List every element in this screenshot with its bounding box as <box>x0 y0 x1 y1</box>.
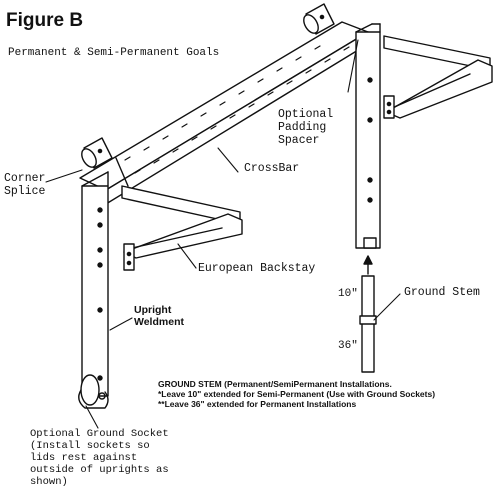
european-backstay <box>121 185 243 271</box>
backstay-right <box>383 35 493 119</box>
dimension-36-inch: 36" <box>338 340 358 352</box>
label-optional-ground-socket: Optional Ground Socket (Install sockets … <box>30 428 169 486</box>
upright-right <box>355 23 381 249</box>
leader-lines <box>45 39 401 429</box>
ground-stem-note-line-1: *Leave 10" extended for Semi-Permanent (… <box>158 388 436 399</box>
upright-left <box>81 171 109 397</box>
ground-stem-note: GROUND STEM (Permanent/SemiPermanent Ins… <box>158 379 498 409</box>
ground-stem-note-heading: GROUND STEM (Permanent/SemiPermanent Ins… <box>158 379 392 389</box>
figure-subtitle: Permanent & Semi-Permanent Goals <box>8 47 220 59</box>
corner-splice-left <box>81 137 113 169</box>
dimension-10-inch: 10" <box>338 288 358 300</box>
label-optional-padding-spacer: Optional Padding Spacer <box>278 108 334 148</box>
label-european-backstay: European Backstay <box>198 262 316 275</box>
label-ground-stem: Ground Stem <box>404 286 480 299</box>
ground-stem <box>359 255 377 373</box>
crossbar <box>79 21 369 205</box>
ground-stem-note-line-2: **Leave 36" extended for Permanent Insta… <box>158 398 357 409</box>
label-corner-splice: Corner Splice <box>4 172 46 199</box>
ground-socket <box>78 374 109 409</box>
crossbar-slots <box>124 45 350 174</box>
figure-title: Figure B <box>6 10 84 31</box>
label-crossbar: CrossBar <box>244 162 300 175</box>
label-upright-weldment: Upright Weldment <box>134 304 184 329</box>
corner-splice-right <box>303 3 335 35</box>
